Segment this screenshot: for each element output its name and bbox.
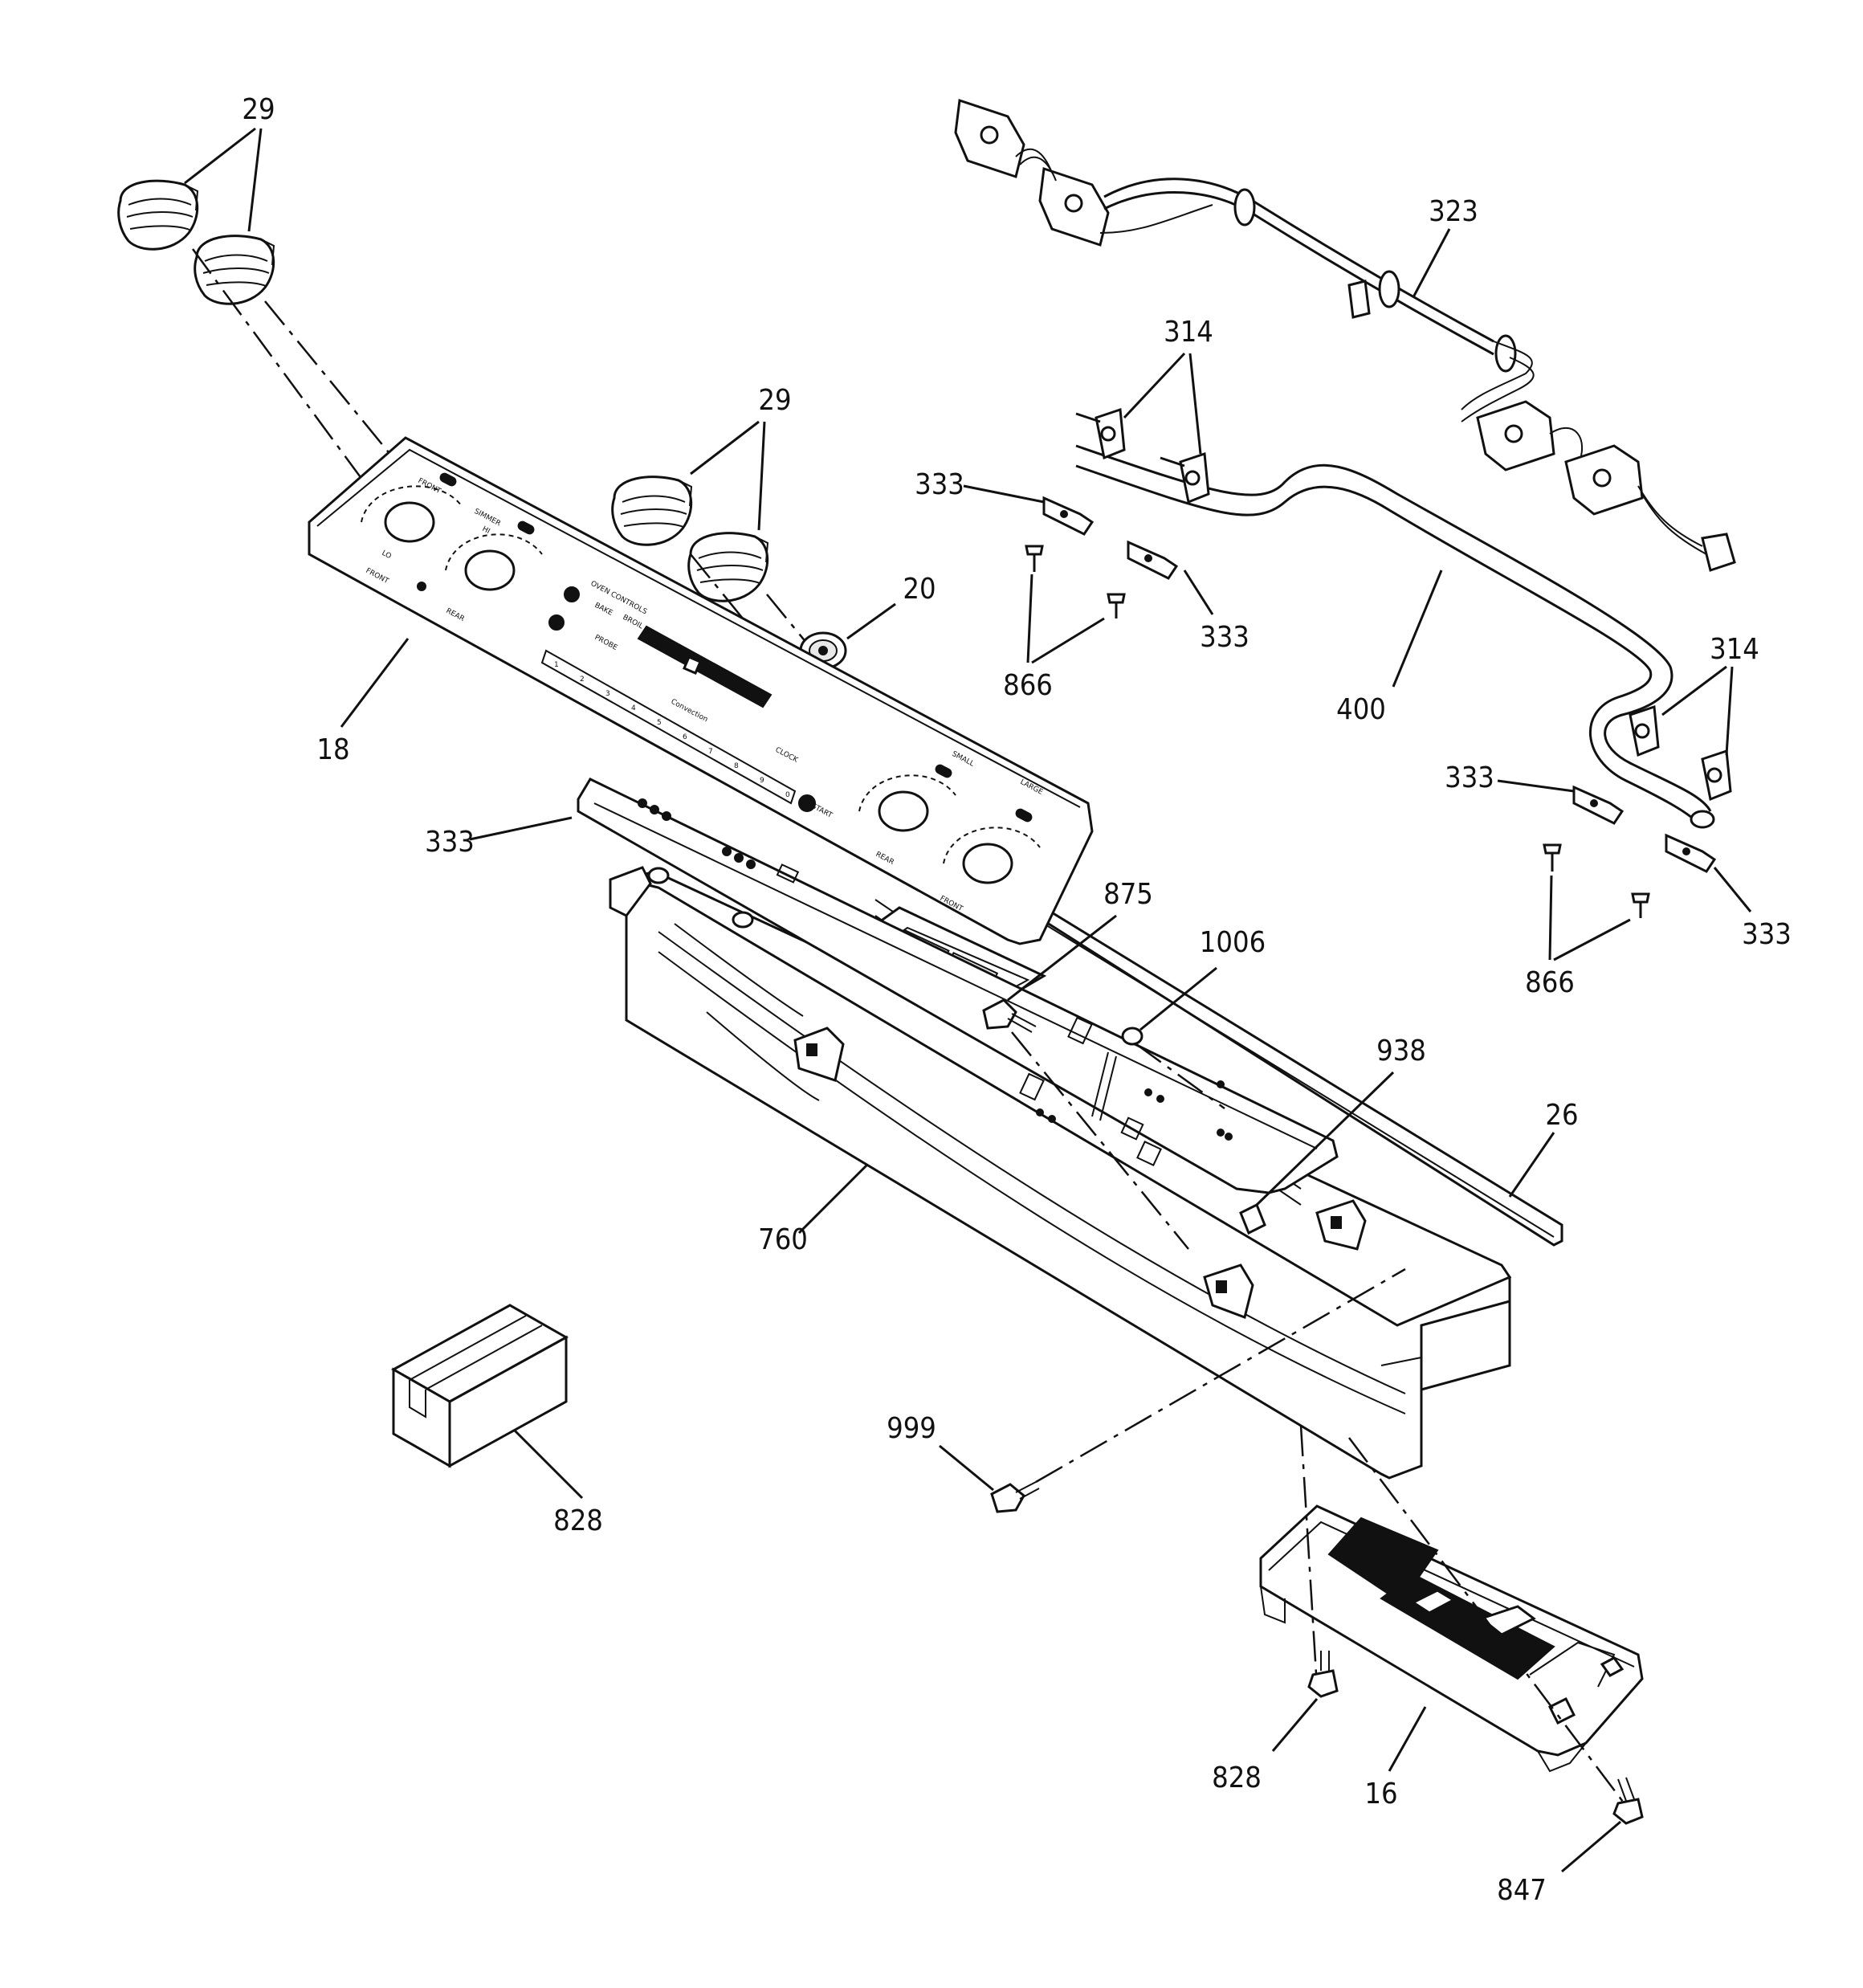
key-0: 0 xyxy=(785,791,790,799)
callout-999: 828 xyxy=(553,1504,603,1537)
part-314-valve-top-b xyxy=(1160,451,1210,504)
part-866-screw-b1 xyxy=(1543,843,1562,872)
part-333-clip-d xyxy=(1665,833,1717,873)
callout-875: 875 xyxy=(1103,878,1153,911)
key-6: 6 xyxy=(683,733,687,741)
callout-323: 323 xyxy=(1429,195,1478,228)
callout-314-top: 314 xyxy=(1164,316,1213,349)
callout-828: 828 xyxy=(1212,1761,1262,1794)
key-8: 8 xyxy=(734,762,739,770)
callout-20: 20 xyxy=(903,573,936,606)
burner-knob-left-a xyxy=(117,179,199,251)
callout-314-right: 314 xyxy=(1710,633,1759,666)
part-27-board-bracket xyxy=(577,778,1339,1194)
callout-938: 938 xyxy=(1376,1035,1426,1067)
callout-29-center: 29 xyxy=(758,384,791,417)
part-18-control-panel: FRONT SIMMER HI LO FRONT REAR SMALL LARG… xyxy=(308,436,1094,945)
key-1: 1 xyxy=(554,661,559,669)
callout-333-b: 333 xyxy=(1200,621,1249,654)
part-314-valve-bottom-a xyxy=(1629,704,1660,757)
callout-1006: 1006 xyxy=(1200,926,1266,959)
part-866-screw-a2 xyxy=(1107,593,1126,618)
part-866-screw-b2 xyxy=(1631,892,1650,918)
callout-333-a: 333 xyxy=(915,468,964,501)
key-3: 3 xyxy=(605,690,610,698)
callout-866-b: 866 xyxy=(1525,966,1575,999)
part-400-manifold xyxy=(1075,444,1715,829)
part-314-valve-top-a xyxy=(1075,407,1126,460)
part-333-clip-a xyxy=(1042,496,1095,536)
part-333-clip-c xyxy=(1572,785,1625,825)
key-9: 9 xyxy=(760,777,764,785)
part-828-screw xyxy=(1307,1651,1339,1698)
part-333-clip-b xyxy=(1127,540,1179,580)
callout-760: 999 xyxy=(887,1412,936,1445)
key-4: 4 xyxy=(631,704,636,712)
key-5: 5 xyxy=(657,719,662,727)
part-314-valve-bottom-b xyxy=(1701,749,1732,802)
part-16-control-module xyxy=(1259,1504,1644,1773)
label-lo-left: LO xyxy=(381,549,393,561)
part-875-screw xyxy=(982,998,1037,1033)
callout-18: 18 xyxy=(316,733,349,766)
burner-knob-center-b xyxy=(687,532,769,602)
callout-866-a: 866 xyxy=(1003,669,1053,702)
part-938-block xyxy=(1239,1202,1266,1235)
callout-1: 760 xyxy=(758,1223,808,1256)
part-760-screw xyxy=(990,1481,1040,1513)
part-847-screw xyxy=(1612,1777,1644,1825)
label-hi-left: HI xyxy=(481,525,491,536)
callout-27: 333 xyxy=(425,826,475,859)
callout-26: 26 xyxy=(1545,1099,1578,1132)
key-2: 2 xyxy=(580,676,585,684)
callout-847: 847 xyxy=(1497,1874,1547,1907)
callout-400: 400 xyxy=(1336,693,1386,726)
callout-333-c: 333 xyxy=(1445,761,1494,794)
key-7: 7 xyxy=(708,748,713,756)
burner-knob-center-a xyxy=(611,476,693,546)
part-323-wire-harness xyxy=(954,98,1736,572)
part-866-screw-a1 xyxy=(1025,545,1044,572)
callout-16: 16 xyxy=(1364,1778,1397,1810)
callout-333-d: 333 xyxy=(1742,918,1792,951)
callout-29-top: 29 xyxy=(242,93,275,126)
part-1006-clip xyxy=(1121,1027,1143,1046)
burner-knob-left-b xyxy=(194,235,275,305)
part-999-box xyxy=(390,1304,569,1468)
